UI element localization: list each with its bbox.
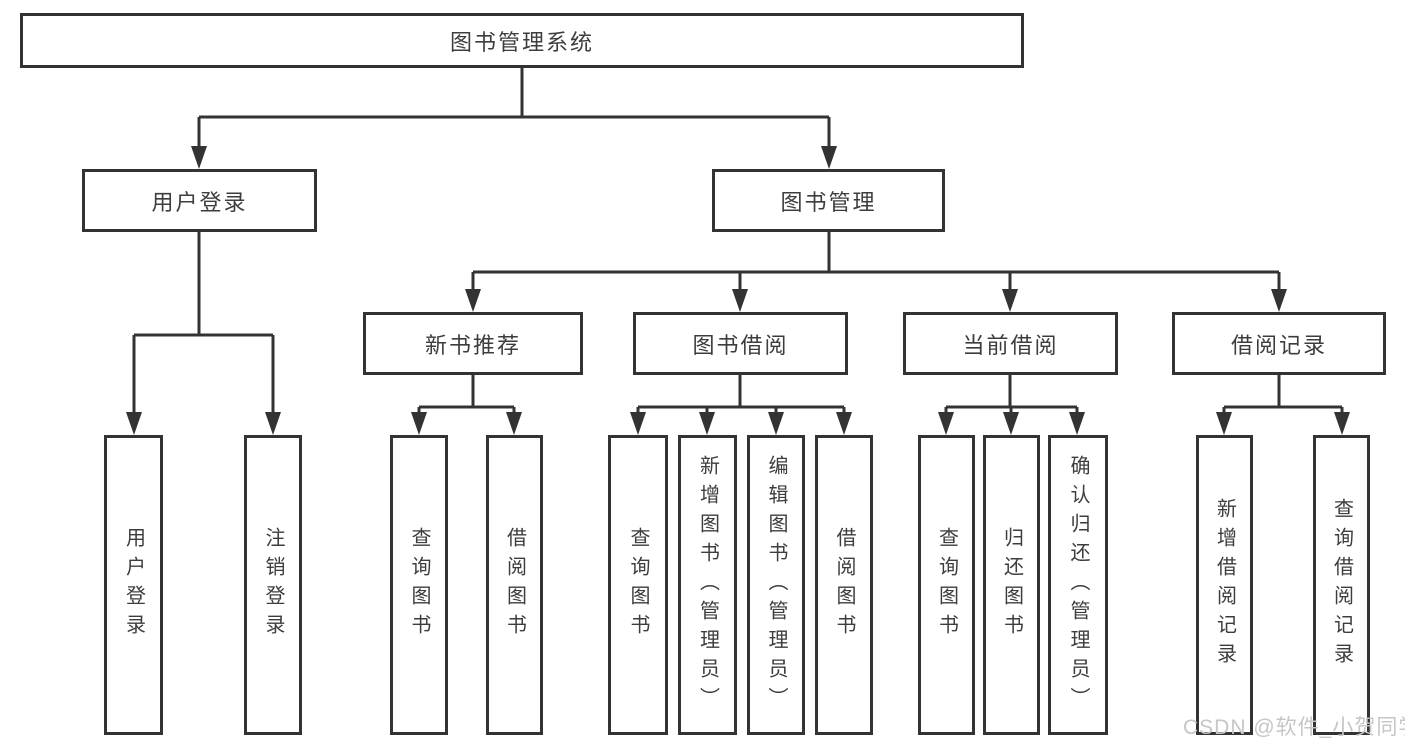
node-leaf-logout: 注销登录: [244, 435, 302, 735]
node-book-management: 图书管理: [712, 169, 945, 232]
node-leaf-borrow-books-recommend: 借阅图书: [486, 435, 543, 735]
node-current-borrowing: 当前借阅: [903, 312, 1118, 375]
node-book-borrowing: 图书借阅: [633, 312, 848, 375]
node-leaf-edit-books-admin: 编辑图书（管理员）: [747, 435, 805, 735]
node-library-management-system: 图书管理系统: [20, 13, 1024, 68]
connector-borrowing-records: [1216, 375, 1350, 435]
node-leaf-query-books-borrowing: 查询图书: [608, 435, 668, 735]
node-borrowing-records: 借阅记录: [1172, 312, 1386, 375]
connector-book-borrowing: [630, 375, 852, 435]
connector-root: [191, 68, 837, 169]
csdn-watermark: CSDN @软件_小贺同学: [1183, 716, 1405, 739]
node-leaf-add-borrow-record: 新增借阅记录: [1196, 435, 1253, 735]
node-user-login: 用户登录: [82, 169, 317, 232]
node-leaf-query-books-recommend: 查询图书: [390, 435, 448, 735]
connector-new-book-recommend: [411, 375, 522, 435]
connector-current-borrowing: [938, 375, 1085, 435]
node-leaf-user-login: 用户登录: [104, 435, 163, 735]
node-leaf-borrow-books: 借阅图书: [815, 435, 873, 735]
node-leaf-confirm-return-admin: 确认归还（管理员）: [1048, 435, 1108, 735]
connector-book-management: [465, 232, 1287, 312]
node-leaf-query-borrow-record: 查询借阅记录: [1313, 435, 1370, 735]
node-leaf-query-books-current: 查询图书: [918, 435, 975, 735]
node-leaf-add-books-admin: 新增图书（管理员）: [678, 435, 737, 735]
connector-user-login: [126, 232, 281, 435]
node-leaf-return-books: 归还图书: [983, 435, 1040, 735]
node-new-book-recommend: 新书推荐: [363, 312, 583, 375]
